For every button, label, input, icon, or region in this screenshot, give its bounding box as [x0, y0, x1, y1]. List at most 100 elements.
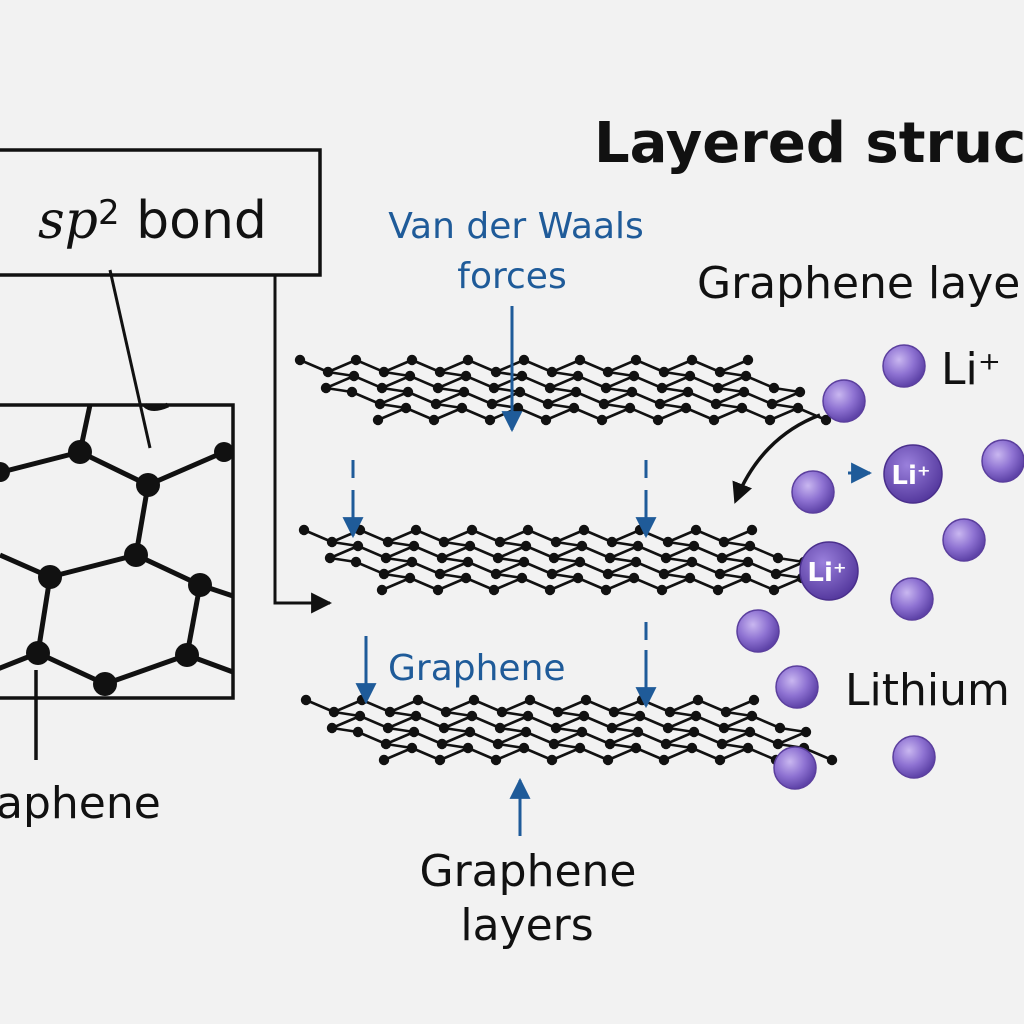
li-badge-text-2: Li⁺ — [807, 558, 846, 588]
carbon-atom — [658, 754, 670, 766]
carbon-atom — [736, 402, 748, 414]
carbon-atom — [328, 706, 340, 718]
lithium-ion — [981, 439, 1024, 483]
carbon-atom — [552, 706, 564, 718]
carbon-atom — [298, 524, 310, 536]
carbon-atom — [660, 738, 672, 750]
carbon-atom — [486, 398, 498, 410]
carbon-atom — [462, 742, 474, 754]
carbon-atom — [524, 694, 536, 706]
carbon-atom — [634, 710, 646, 722]
closeup-atoms — [0, 440, 234, 696]
carbon-atom — [632, 726, 644, 738]
carbon-atom — [324, 552, 336, 564]
carbon-atom — [490, 366, 502, 378]
carbon-atom — [350, 354, 362, 366]
carbon-atom — [602, 754, 614, 766]
carbon-atom — [522, 524, 534, 536]
sp2-sp-text: sp — [38, 191, 98, 251]
carbon-atom — [520, 540, 532, 552]
carbon-atom — [432, 382, 444, 394]
carbon-atom — [492, 738, 504, 750]
carbon-atom — [518, 556, 530, 568]
carbon-atom — [718, 536, 730, 548]
carbon-atom — [740, 572, 752, 584]
carbon-atom — [770, 568, 782, 580]
carbon-atom — [490, 754, 502, 766]
carbon-atom — [772, 552, 784, 564]
carbon-atom — [408, 540, 420, 552]
carbon-atom — [550, 722, 562, 734]
lithium-ion — [882, 344, 926, 388]
lithium-label: Lithium — [845, 665, 1010, 716]
carbon-atom — [720, 706, 732, 718]
carbon-atom — [576, 726, 588, 738]
carbon-atom — [690, 524, 702, 536]
carbon-atom — [378, 366, 390, 378]
carbon-atom — [712, 584, 724, 596]
carbon-atom — [542, 398, 554, 410]
carbon-atom — [710, 398, 722, 410]
lithium-ion — [942, 518, 986, 562]
carbon-atom — [372, 414, 384, 426]
carbon-atom — [630, 742, 642, 754]
li-badge-ion-1: Li⁺ — [883, 444, 943, 504]
carbon-atom — [546, 568, 558, 580]
carbon-atom — [326, 536, 338, 548]
carbon-atom — [384, 706, 396, 718]
carbon-atom — [350, 556, 362, 568]
carbon-atom — [708, 414, 720, 426]
carbon-atom — [630, 354, 642, 366]
graphene-closeup-label: aphene — [0, 778, 161, 829]
carbon-atom — [516, 572, 528, 584]
sp2-bond-box — [0, 148, 322, 277]
carbon-atom — [688, 540, 700, 552]
carbon-atom — [434, 366, 446, 378]
li-badge-ion-2: Li⁺ — [799, 541, 859, 601]
carbon-atom — [792, 402, 804, 414]
carbon-atom — [438, 722, 450, 734]
sp2-pointer-line — [108, 269, 152, 449]
carbon-atom — [744, 540, 756, 552]
carbon-atom — [400, 402, 412, 414]
carbon-atom — [602, 568, 614, 580]
carbon-atom — [682, 386, 694, 398]
lithium-ion — [736, 609, 780, 653]
carbon-atom — [402, 386, 414, 398]
van-der-waals-label-line2: forces — [457, 256, 566, 297]
carbon-atom — [438, 536, 450, 548]
carbon-atom — [378, 754, 390, 766]
lithium-ion — [822, 379, 866, 423]
lithium-ion — [892, 735, 936, 779]
carbon-atom — [576, 540, 588, 552]
li-plus-label: Li⁺ — [941, 344, 1001, 395]
carbon-atom — [600, 382, 612, 394]
carbon-atom — [434, 754, 446, 766]
lithium-ion — [775, 665, 819, 709]
carbon-atom — [774, 722, 786, 734]
carbon-atom — [440, 706, 452, 718]
carbon-atom — [380, 552, 392, 564]
carbon-atom — [430, 398, 442, 410]
carbon-atom — [518, 354, 530, 366]
carbon-atom — [598, 398, 610, 410]
graphene-layer-top — [294, 354, 832, 426]
carbon-atom — [628, 572, 640, 584]
carbon-atom — [746, 710, 758, 722]
carbon-atom — [294, 354, 306, 366]
carbon-atom — [742, 354, 754, 366]
carbon-atom — [602, 366, 614, 378]
carbon-atom — [572, 572, 584, 584]
carbon-atom — [374, 398, 386, 410]
carbon-atom — [320, 382, 332, 394]
carbon-atom — [546, 366, 558, 378]
carbon-atom — [462, 556, 474, 568]
graphene-layer-middle — [298, 524, 836, 596]
sp2-bond-text: bond — [120, 191, 267, 251]
carbon-atom — [574, 742, 586, 754]
carbon-atom — [352, 726, 364, 738]
carbon-atom — [514, 386, 526, 398]
carbon-atom — [574, 556, 586, 568]
carbon-atom — [522, 710, 534, 722]
carbon-atom — [580, 694, 592, 706]
